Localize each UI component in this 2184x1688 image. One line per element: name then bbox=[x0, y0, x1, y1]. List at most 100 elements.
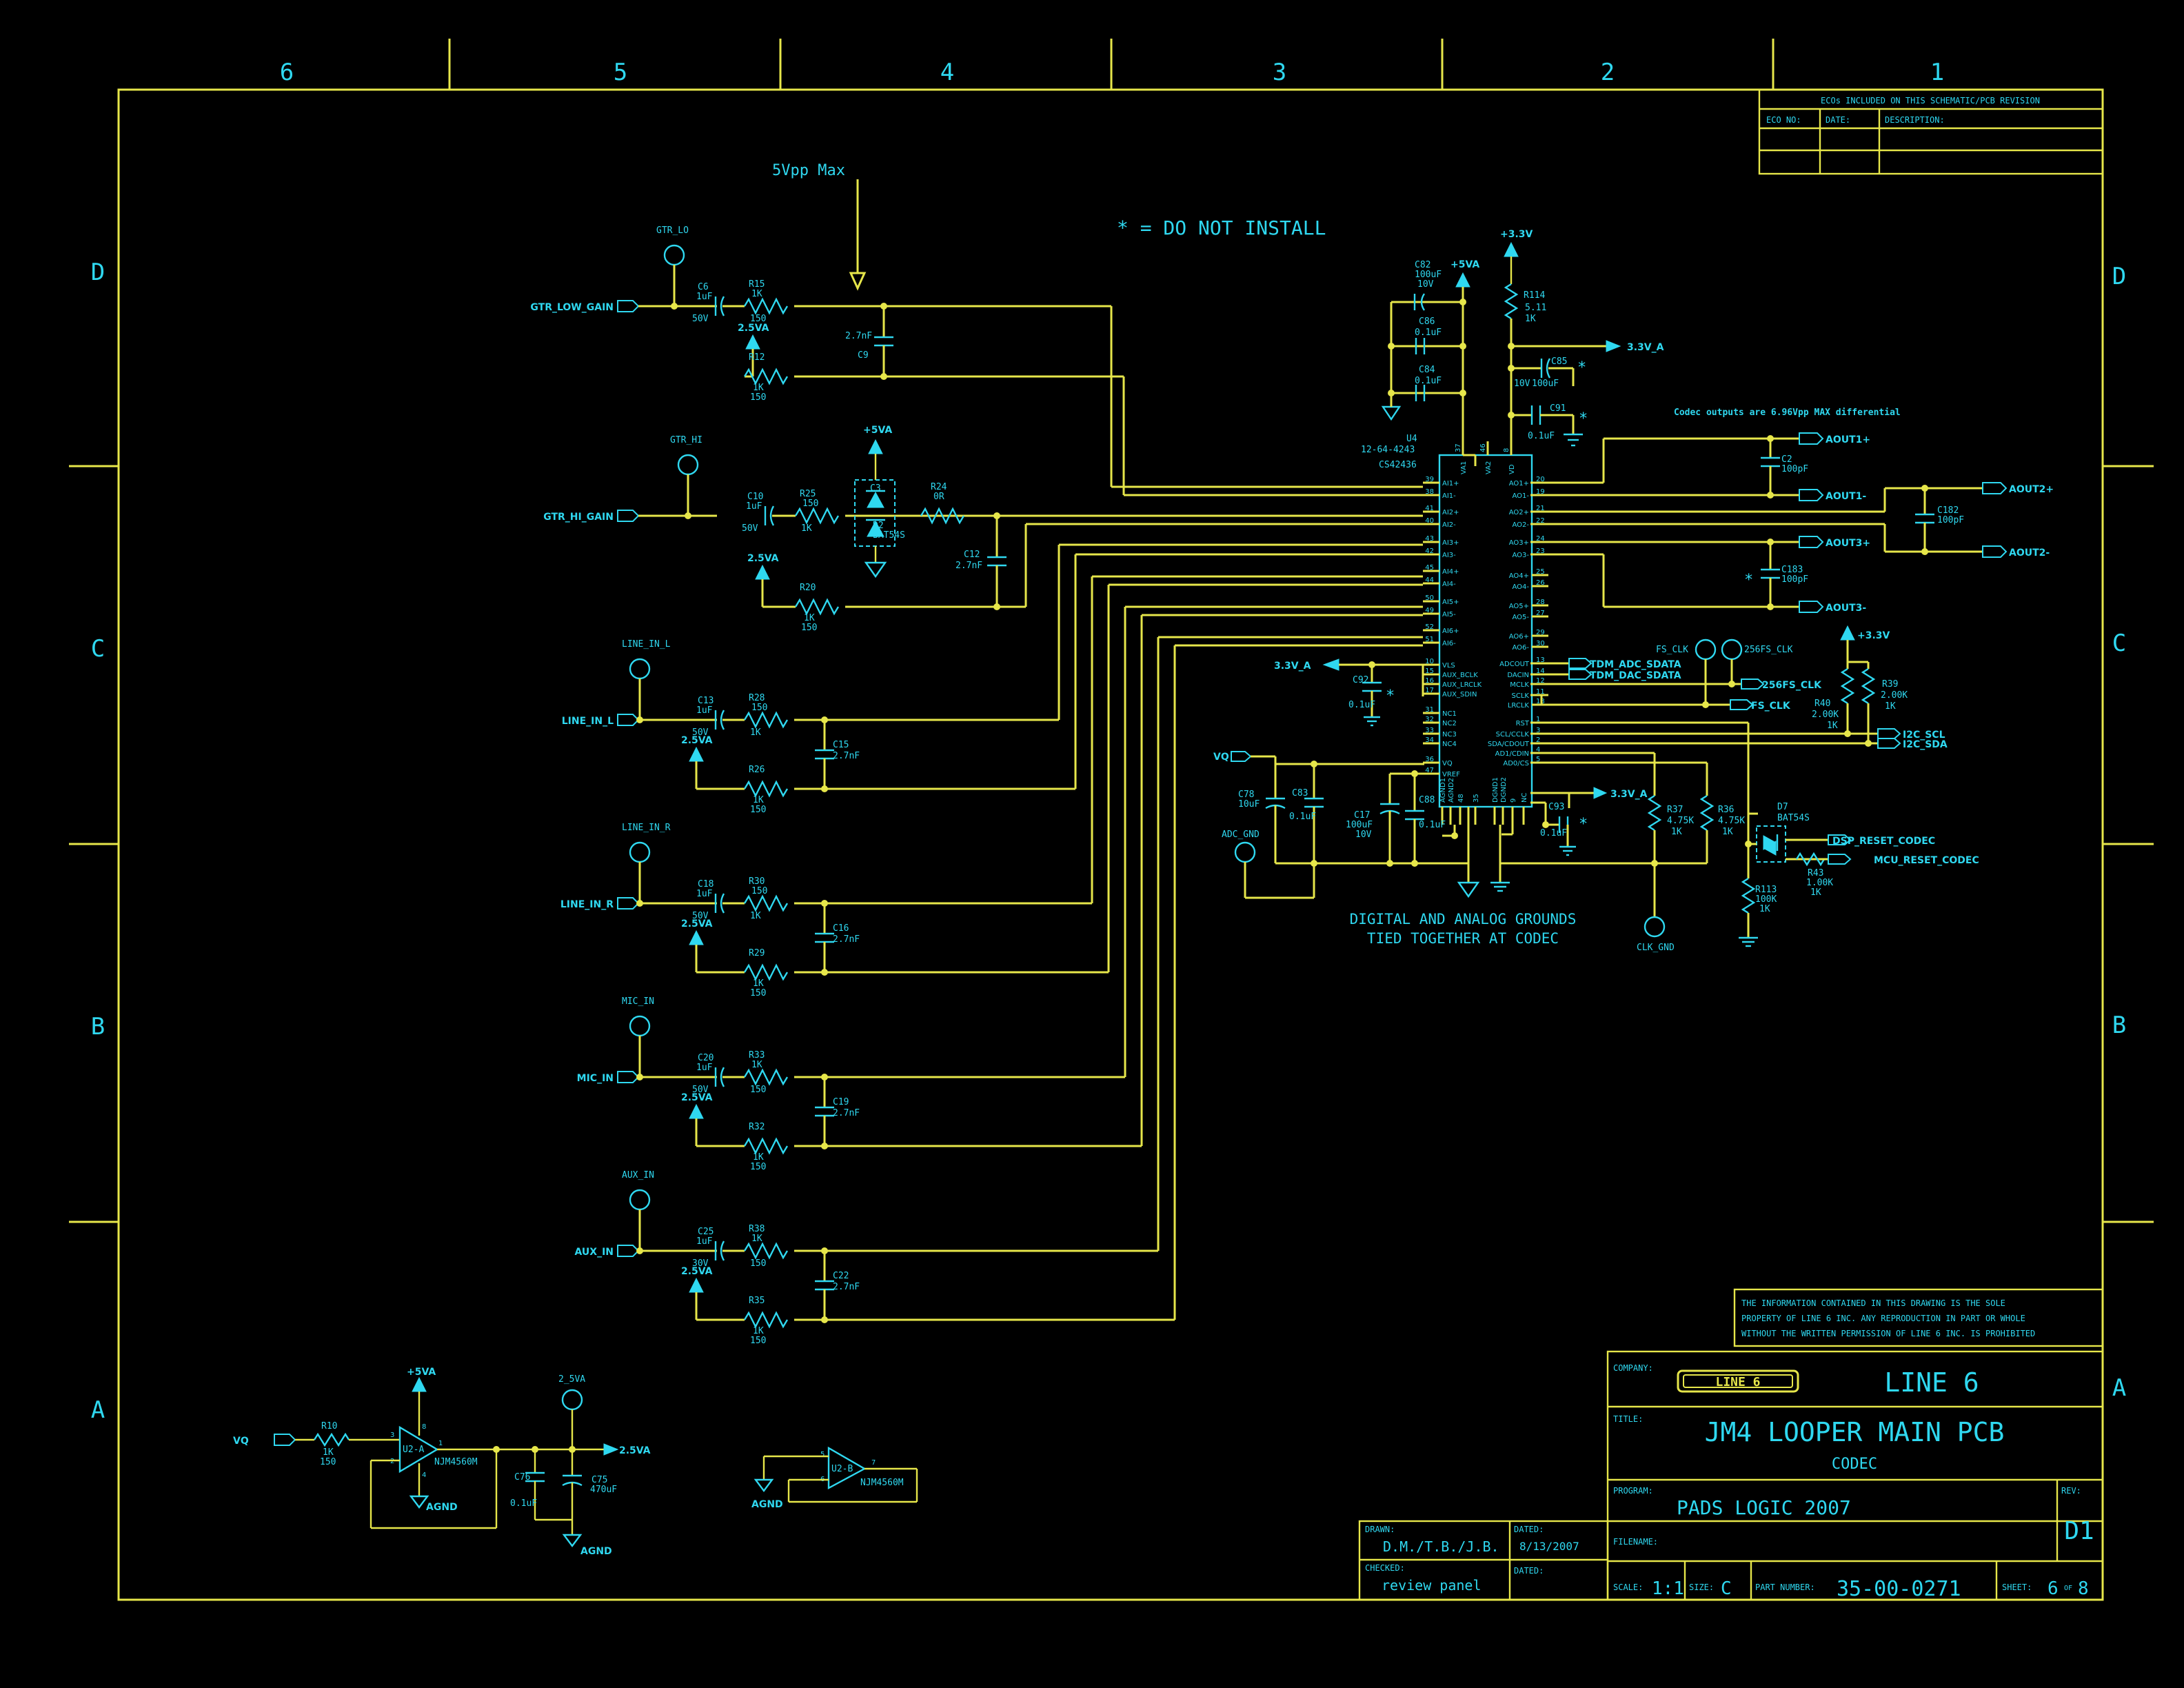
cap-value: 100uF bbox=[1346, 820, 1373, 830]
pin-number: 32 bbox=[1425, 716, 1434, 723]
resistor-ref: R113 bbox=[1755, 885, 1777, 895]
resistor-ref: R28 bbox=[749, 693, 765, 703]
pin-number: 23 bbox=[1536, 547, 1545, 555]
eco-header: ECOs INCLUDED ON THIS SCHEMATIC/PCB REVI… bbox=[1821, 96, 2040, 106]
cap-value: 0.1uF bbox=[1419, 820, 1446, 830]
resistor bbox=[743, 780, 789, 798]
pin-number: 25 bbox=[1536, 568, 1545, 576]
cap-ref: C25 bbox=[698, 1227, 714, 1237]
pin-name: ADCOUT bbox=[1499, 661, 1530, 668]
resistor-value: 1K bbox=[1525, 314, 1536, 324]
resistor-value: 1K bbox=[801, 523, 812, 534]
pin-number: 47 bbox=[1425, 767, 1434, 774]
pin-name: NC1 bbox=[1442, 710, 1457, 718]
pin-name: AO1+ bbox=[1509, 480, 1529, 488]
row-label: C bbox=[91, 635, 105, 663]
resistor bbox=[743, 711, 789, 729]
pin-name: 35 bbox=[1473, 794, 1480, 803]
resistor bbox=[743, 297, 789, 315]
junction bbox=[636, 1247, 643, 1254]
row-labels: D C B A D C B A bbox=[91, 259, 2126, 1424]
pin-number: 8 bbox=[422, 1423, 426, 1431]
pin-number: 38 bbox=[1425, 488, 1434, 496]
pin-number: 26 bbox=[1536, 579, 1545, 587]
cap-value: 1uF bbox=[746, 501, 762, 512]
codec-reference-network: 3.3V_A C92 0.1uF * VQ C78 10uF C83 0.1uF bbox=[1213, 659, 1707, 953]
pin-number: 42 bbox=[1425, 547, 1434, 555]
pin-number: 2 bbox=[390, 1458, 394, 1465]
testpoint-label: GTR_HI bbox=[670, 435, 702, 445]
testpoint-label: AUX_IN bbox=[622, 1170, 654, 1180]
resistor-value: 150 bbox=[750, 392, 766, 403]
program-name: PADS LOGIC 2007 bbox=[1677, 1496, 1851, 1519]
resistor bbox=[794, 598, 840, 616]
junction bbox=[685, 512, 691, 519]
cap-ref: C9 bbox=[858, 350, 869, 361]
cap-value: 100uF bbox=[1532, 379, 1559, 389]
eco-col-desc: DESCRIPTION: bbox=[1885, 115, 1945, 125]
net-label: LINE_IN_R bbox=[560, 899, 614, 910]
pin-name: AO2+ bbox=[1509, 509, 1529, 516]
input-channel-6: AUX_INAUX_INC251uF30VR381K1502.5VAR351K1… bbox=[575, 636, 1423, 1346]
pin-number: 21 bbox=[1536, 505, 1545, 512]
resistor-ref: R29 bbox=[749, 948, 765, 958]
codec-outputs: C2 100pF AOUT1+ AOUT1- C182 100pF AOUT2+… bbox=[1530, 432, 2054, 614]
pin-number: 31 bbox=[1425, 706, 1434, 714]
pin-name: MCLK bbox=[1510, 681, 1529, 689]
cap-ref: C91 bbox=[1550, 403, 1566, 414]
input-channel-2: GTR_HI_GAINGTR_HIC101uF50VR251501K2.5VAR… bbox=[543, 435, 1423, 633]
cap-ref: C83 bbox=[1292, 788, 1308, 798]
pin-number: 40 bbox=[1425, 517, 1434, 525]
diode-ref: D7 bbox=[1777, 802, 1788, 812]
resistor-value: 1K bbox=[753, 1326, 764, 1336]
resistor-value: 4.75K bbox=[1667, 816, 1694, 826]
size-label: SIZE: bbox=[1689, 1582, 1714, 1592]
resistor-ref: R36 bbox=[1718, 805, 1734, 815]
bias-generator: VQ R10 1K 150 U2-A NJM4560M 3 2 1 8 4 +5… bbox=[233, 1367, 918, 1557]
resistor bbox=[743, 1311, 789, 1329]
pin-name: VLS bbox=[1442, 662, 1455, 670]
dni-star: * bbox=[1579, 410, 1588, 428]
pin-name: AGND2 bbox=[1448, 778, 1455, 803]
dni-star: * bbox=[1579, 816, 1588, 833]
cap-ref: C18 bbox=[698, 879, 714, 890]
pin-number: 12 bbox=[1536, 677, 1545, 685]
pin-name: AI5+ bbox=[1442, 599, 1459, 606]
checked-by: review panel bbox=[1382, 1577, 1482, 1594]
pin-name: 9 bbox=[1510, 798, 1517, 803]
junction bbox=[636, 716, 643, 723]
pin-name: AO5+ bbox=[1509, 603, 1529, 610]
net-label-3v3a-b: 3.3V_A bbox=[1610, 789, 1648, 800]
resistor bbox=[743, 1068, 789, 1086]
resistor-value: 1K bbox=[751, 1060, 762, 1070]
port-symbol bbox=[617, 714, 640, 726]
pin-number: 49 bbox=[1425, 607, 1434, 614]
resistor-value: 2.00K bbox=[1812, 710, 1839, 720]
note-codec-outputs: Codec outputs are 6.96Vpp MAX differenti… bbox=[1674, 408, 1901, 418]
junction bbox=[671, 303, 678, 310]
pin-name: NC2 bbox=[1442, 720, 1457, 727]
net-label-i2c-scl: I2C_SCL bbox=[1903, 730, 1945, 741]
cap-value: 2.7nF bbox=[956, 561, 982, 571]
resistor-value: 1K bbox=[750, 911, 761, 921]
codec-digital-interface: TDM_ADC_SDATA TDM_DAC_SDATA FS_CLK 256FS… bbox=[1530, 625, 1979, 947]
resistor-value: 1K bbox=[1827, 721, 1838, 731]
pin-number: 10 bbox=[1425, 658, 1434, 665]
pin-name: VREF bbox=[1442, 771, 1460, 778]
resistor-value: 100K bbox=[1755, 894, 1777, 905]
drawing-frame bbox=[69, 39, 2154, 1601]
diode-part: BAT54S bbox=[873, 530, 905, 541]
pin-name: AO4+ bbox=[1509, 572, 1529, 580]
resistor-value: 1K bbox=[1759, 904, 1770, 914]
part-number: 35-00-0271 bbox=[1837, 1577, 1961, 1601]
cap-value: 0.1uF bbox=[1415, 376, 1442, 386]
pin-name: VA1 bbox=[1460, 461, 1468, 474]
bias-label: 2.5VA bbox=[681, 918, 713, 930]
pin-name: RST bbox=[1516, 720, 1530, 727]
note-dni: * = DO NOT INSTALL bbox=[1117, 217, 1326, 239]
cap-ref: C16 bbox=[833, 923, 849, 934]
net-label-aout3p: AOUT3+ bbox=[1826, 538, 1870, 549]
agnd-label: AGND bbox=[751, 1499, 783, 1510]
rev-label: REV: bbox=[2061, 1486, 2081, 1496]
of-label: OF bbox=[2064, 1585, 2072, 1592]
